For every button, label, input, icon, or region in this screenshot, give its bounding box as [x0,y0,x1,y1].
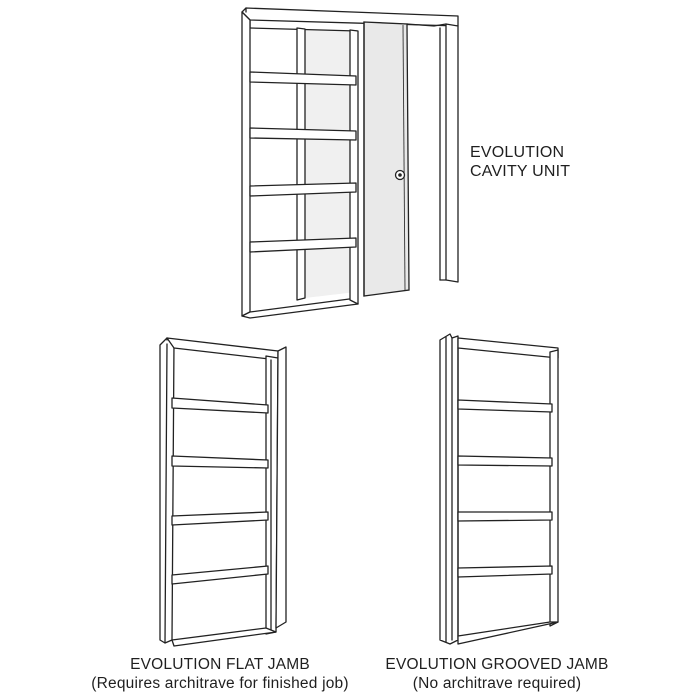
flat-jamb-note: (Requires architrave for finished job) [91,675,349,692]
sliding-door-leaf [363,21,410,297]
cavity-unit-drawing [241,7,459,319]
grooved-header [457,337,559,359]
door-finger-pull-icon [394,169,406,181]
cavity-right-stud [349,29,359,305]
flat-jamb-drawing [159,337,287,647]
grooved-right-stud [549,349,559,627]
cavity-left-stud [241,11,251,317]
grooved-jamb-profile [439,333,459,645]
grooved-bottom-rail [457,621,559,645]
cavity-door-jamb [445,23,459,283]
cavity-middle-stud [296,27,306,301]
cavity-battens [249,71,357,253]
flat-jamb-strip [275,346,287,629]
cavity-header-beam [241,7,459,27]
flat-battens [171,397,269,585]
cavity-unit-label: EVOLUTION CAVITY UNIT [470,143,570,181]
cavity-unit-label-line1: EVOLUTION [470,144,565,161]
grooved-jamb-title: EVOLUTION GROOVED JAMB [385,656,609,673]
cavity-bottom-rail [241,297,359,319]
flat-jamb-title: EVOLUTION FLAT JAMB [130,656,310,673]
grooved-jamb-drawing [439,333,559,645]
grooved-jamb-note: (No architrave required) [412,675,582,692]
flat-header [166,337,279,361]
cavity-rear-panel [305,30,356,298]
flat-bottom-rail [171,627,277,647]
flat-jamb-label: EVOLUTION FLAT JAMB (Requires architrave… [80,655,360,693]
cavity-unit-label-line2: CAVITY UNIT [470,163,571,180]
grooved-battens [457,399,553,578]
grooved-jamb-label: EVOLUTION GROOVED JAMB (No architrave re… [357,655,637,693]
